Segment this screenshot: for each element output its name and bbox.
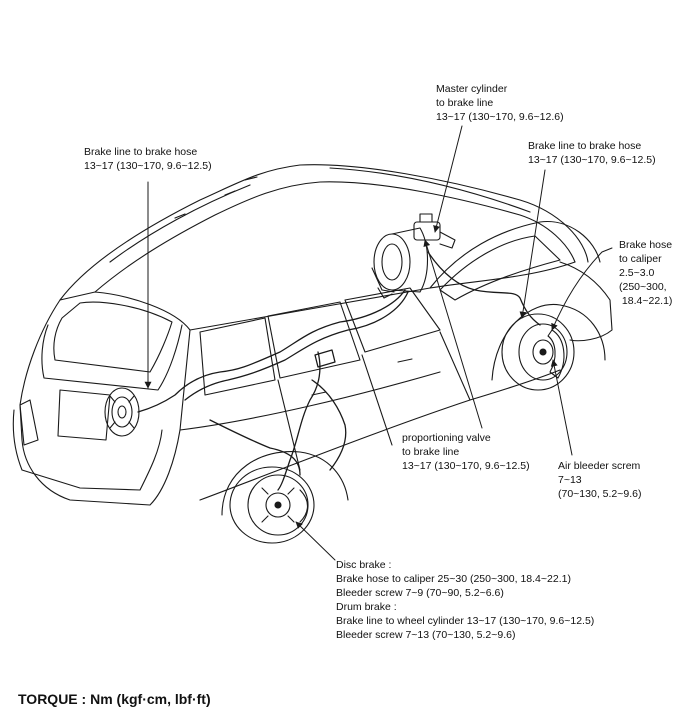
callout-brake-hose-caliper: Brake hose to caliper 2.5~3.0 (250~300, … bbox=[619, 238, 672, 308]
roof-rail-right bbox=[329, 167, 531, 213]
hood-outline bbox=[429, 221, 601, 289]
master-cylinder bbox=[413, 213, 456, 249]
callout-proportioning-valve: proportioning valve to brake line 13~17 … bbox=[402, 431, 530, 473]
booster-bracket bbox=[377, 287, 393, 299]
door-line-2 bbox=[361, 354, 393, 446]
front-right-wheel bbox=[501, 313, 575, 391]
leader-front-right-brake-line bbox=[519, 169, 546, 319]
leader-lines bbox=[144, 125, 613, 561]
callout-rear-left-brake-line: Brake line to brake hose 13~17 (130~170,… bbox=[84, 145, 212, 173]
callout-front-right-brake-line: Brake line to brake hose 13~17 (130~170,… bbox=[528, 139, 656, 167]
callout-line: Brake hose to caliper 25~30 (250~300, 18… bbox=[336, 573, 571, 585]
leader-proportioning-valve bbox=[423, 239, 483, 429]
side-lower-line bbox=[179, 371, 441, 431]
callout-disc-drum-brake: Disc brake : Brake hose to caliper 25~30… bbox=[336, 558, 594, 642]
brake-booster-assembly bbox=[371, 227, 428, 299]
callout-air-bleeder: Air bleeder screm 7~13 (70~130, 5.2~9.6) bbox=[558, 459, 641, 501]
leader-disc-drum-brake bbox=[295, 521, 336, 561]
main-brake-line bbox=[137, 289, 406, 413]
proportioning-line bbox=[277, 351, 321, 491]
callout-line: Brake hose bbox=[619, 239, 673, 251]
side-window-rear bbox=[199, 317, 276, 396]
roof-outline bbox=[59, 164, 589, 301]
callout-line: Disc brake : bbox=[336, 559, 392, 571]
roof-rail-left bbox=[109, 184, 251, 263]
vehicle-body bbox=[12, 164, 613, 516]
callout-line: (70~130, 5.2~9.6) bbox=[558, 488, 642, 500]
callout-line: 18.4~22.1) bbox=[619, 295, 673, 307]
roof-rail-clips bbox=[174, 176, 258, 219]
front-right-disc bbox=[518, 323, 568, 381]
callout-line: 13~17 (130~170, 9.6~12.5) bbox=[402, 460, 530, 472]
rear-cross-line bbox=[209, 419, 301, 476]
rear-right-caliper bbox=[299, 489, 309, 523]
callout-line: Brake line to brake hose bbox=[84, 146, 198, 158]
leader-air-bleeder bbox=[550, 359, 573, 456]
secondary-brake-line bbox=[184, 291, 409, 401]
leader-brake-hose-caliper bbox=[551, 247, 613, 331]
callout-line: Brake line to wheel cylinder 13~17 (130~… bbox=[336, 615, 595, 627]
front-wheel-arch bbox=[491, 303, 606, 381]
callout-line: Air bleeder screm bbox=[558, 460, 641, 472]
callout-line: to caliper bbox=[619, 253, 662, 265]
front-fender bbox=[559, 261, 613, 342]
rear-window-frame bbox=[41, 324, 183, 391]
proportioning-valve bbox=[314, 349, 336, 368]
torque-units-label: TORQUE : Nm (kgf·cm, lbf·ft) bbox=[18, 691, 211, 707]
callout-line: 13~17 (130~170, 9.6~12.6) bbox=[436, 111, 564, 123]
callout-line: (250~300, bbox=[619, 281, 667, 293]
callout-line: Bleeder screw 7~9 (70~90, 5.2~6.6) bbox=[336, 587, 504, 599]
rear-window bbox=[53, 301, 173, 373]
callout-line: Drum brake : bbox=[336, 601, 397, 613]
side-window-front bbox=[344, 287, 441, 353]
side-sill bbox=[199, 369, 561, 501]
rear-bumper bbox=[12, 409, 163, 491]
tail-light-left bbox=[19, 399, 39, 446]
door-line-3 bbox=[439, 331, 471, 401]
leader-master-cylinder bbox=[433, 125, 463, 233]
side-body-top bbox=[189, 261, 576, 331]
callout-line: 7~13 bbox=[558, 474, 582, 486]
callout-line: Master cylinder bbox=[436, 83, 508, 95]
front-right-caliper bbox=[547, 329, 565, 379]
rear-wheel-arch bbox=[221, 450, 349, 516]
brake-lines bbox=[137, 251, 541, 491]
callout-line: Brake line to brake hose bbox=[528, 140, 642, 152]
door-line-1 bbox=[277, 379, 301, 471]
callout-line: 2.5~3.0 bbox=[619, 267, 655, 279]
callout-line: to brake line bbox=[436, 97, 494, 109]
roof-inner-line bbox=[94, 181, 576, 293]
callout-line: to brake line bbox=[402, 446, 460, 458]
rear-right-wheel bbox=[229, 466, 315, 544]
side-window-middle bbox=[267, 301, 361, 379]
rear-license-area bbox=[57, 389, 111, 441]
callout-line: Bleeder screw 7~13 (70~130, 5.2~9.6) bbox=[336, 629, 516, 641]
callout-line: 13~17 (130~170, 9.6~12.5) bbox=[528, 154, 656, 166]
callout-master-cylinder: Master cylinder to brake line 13~17 (130… bbox=[436, 82, 564, 124]
front-brake-line bbox=[427, 251, 541, 326]
windshield bbox=[439, 235, 561, 301]
door-handle-1 bbox=[311, 391, 327, 396]
rear-hatch bbox=[19, 291, 191, 506]
callout-line: proportioning valve bbox=[402, 432, 491, 444]
callout-line: 13~17 (130~170, 9.6~12.5) bbox=[84, 160, 212, 172]
door-handle-2 bbox=[397, 358, 413, 363]
rear-left-drum-brake bbox=[104, 387, 140, 437]
right-rear-line bbox=[311, 379, 347, 471]
